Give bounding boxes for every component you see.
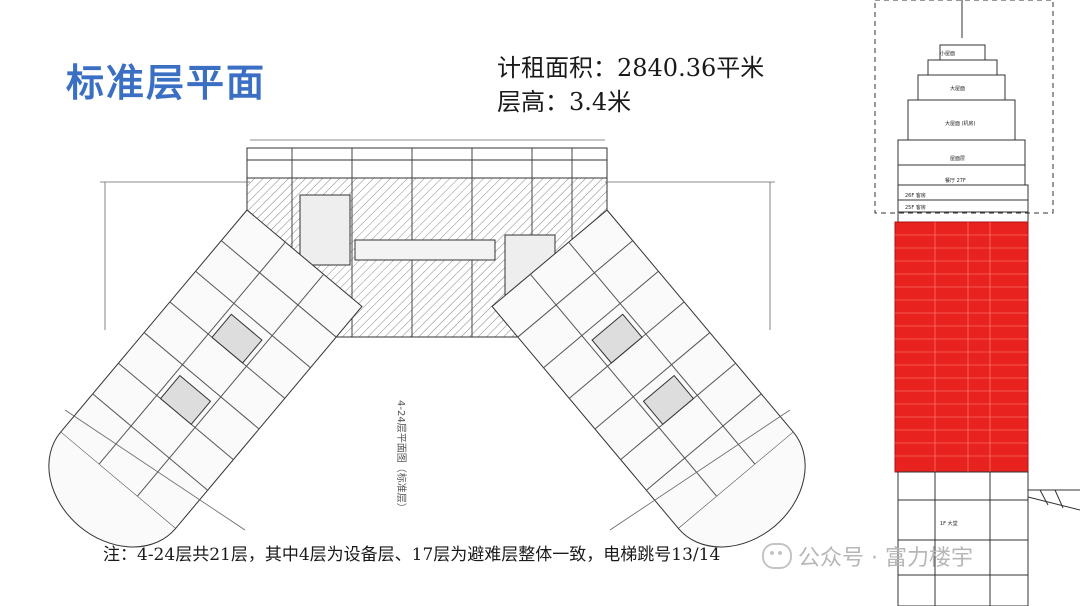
- floor-height: 层高：3.4米: [497, 88, 632, 116]
- watermark: 公众号 · 富力楼宇: [762, 540, 973, 572]
- section-label-3: 屋面层: [950, 156, 965, 162]
- footnote: 注：4-24层共21层，其中4层为设备层、17层为避难层整体一致，电梯跳号13/…: [103, 545, 721, 565]
- crown-envelope: [874, 0, 1054, 214]
- plan-caption: 4-24层平面图（标准层）: [395, 400, 407, 513]
- section-label-6: 25F 客房: [905, 204, 926, 211]
- watermark-text: 公众号 · 富力楼宇: [798, 546, 973, 571]
- section-label-1: 大屋面: [950, 85, 965, 92]
- right-wing: [491, 209, 806, 548]
- left-wing: [48, 209, 363, 548]
- rentable-area: 计租面积：2840.36平米: [497, 54, 765, 82]
- section-label-2: 大屋面 (机房): [945, 120, 976, 127]
- section-label-5: 26F 客房: [905, 192, 926, 199]
- slide-title: 标准层平面: [66, 61, 267, 105]
- top-band: [246, 147, 608, 179]
- section-label-4: 餐厅 27F: [945, 177, 966, 184]
- section-label-0: 小屋面: [940, 50, 955, 57]
- wechat-icon: [762, 543, 792, 569]
- section-label-lobby: 1F 大堂: [940, 520, 958, 527]
- highlighted-floors: [894, 221, 1029, 473]
